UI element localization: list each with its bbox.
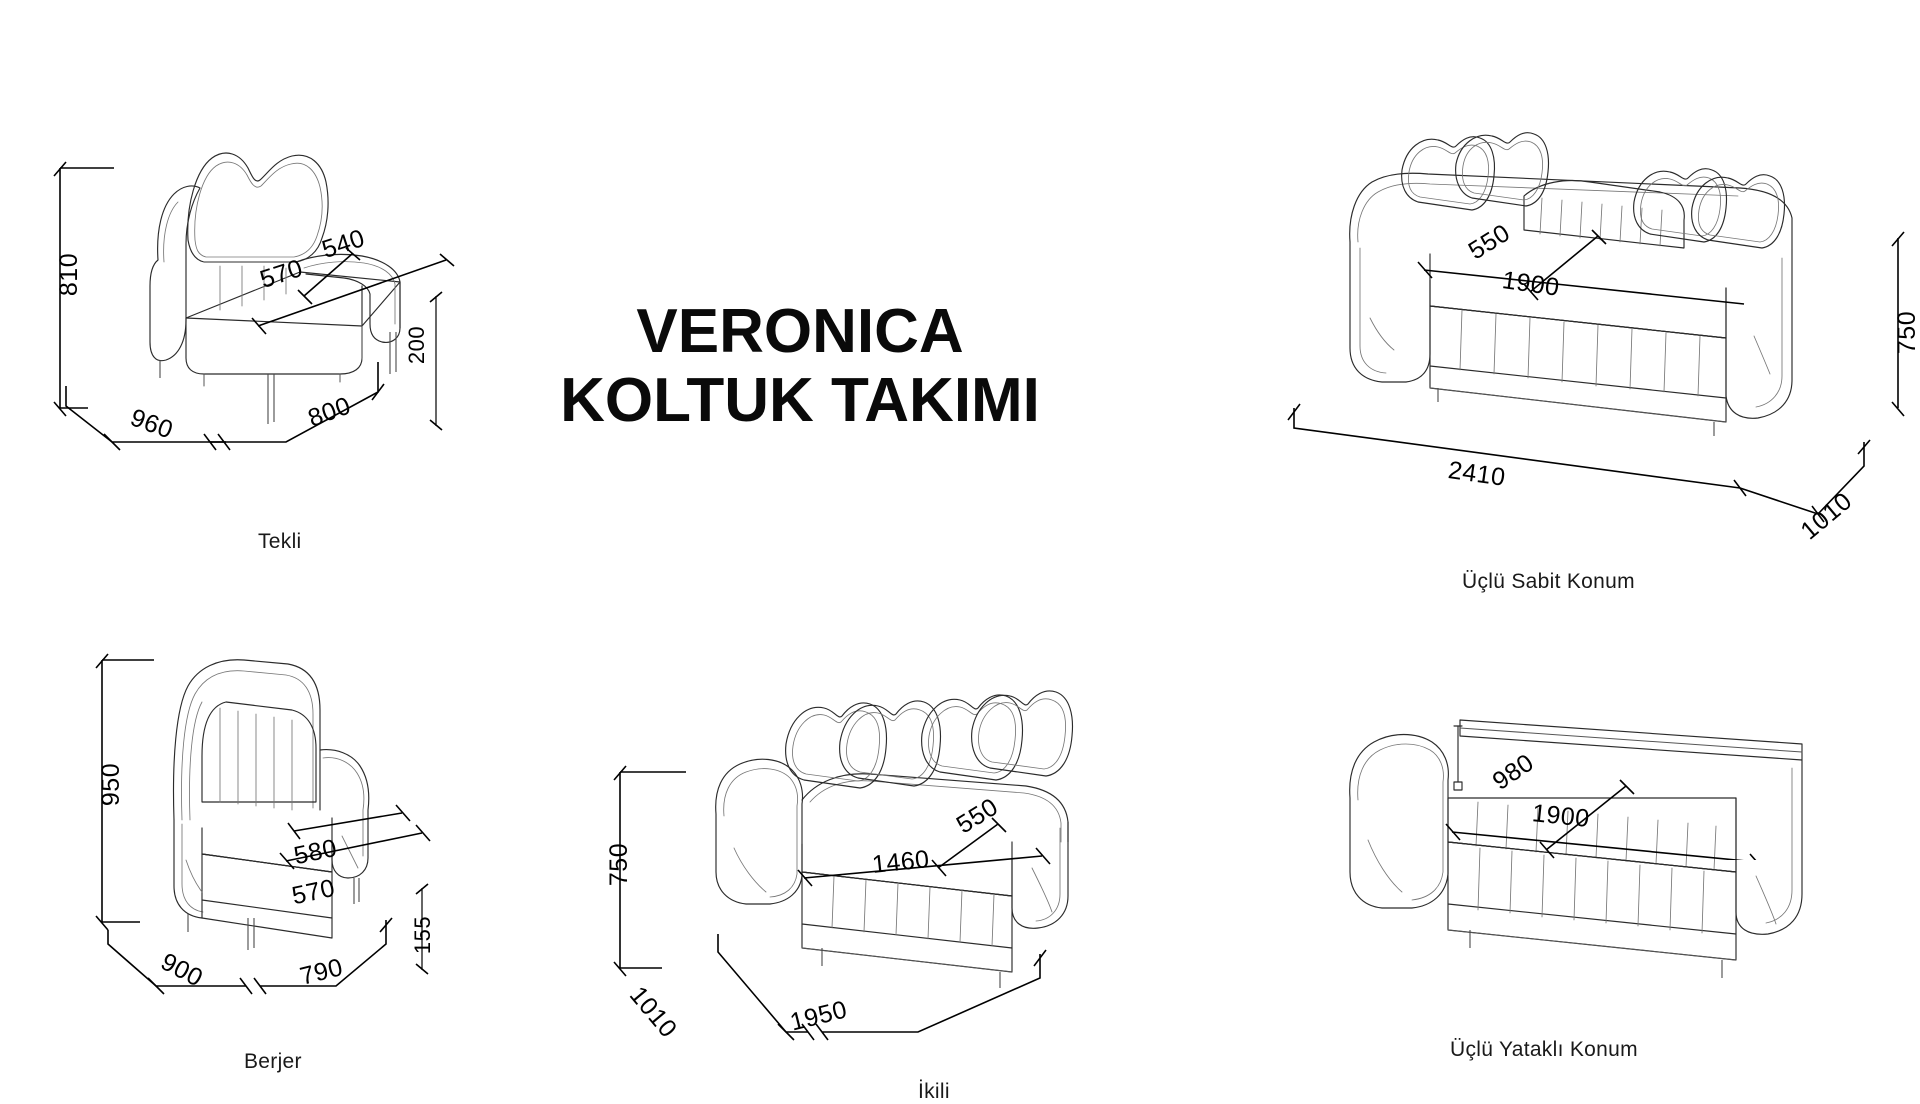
berjer-dim-leg-graphics	[415, 883, 429, 975]
ikili-dim-base-graphics	[717, 934, 1047, 1041]
tekli-dim-810: 810	[55, 252, 84, 297]
uclu-sabit-drawing	[1310, 130, 1920, 460]
uclu-sabit-dim-base-graphics	[1287, 403, 1871, 523]
uclu-sabit-dim-seat-graphics	[1417, 229, 1745, 305]
berjer-dim-height-graphics	[95, 653, 154, 931]
uclu-yatakli-dim-graphics	[1445, 779, 1757, 860]
drawing-sheet: 810 570 540 200 960 800 Tekli	[53, 110, 1920, 1103]
tekli-dim-seat-graphics	[251, 247, 455, 335]
product-berjer: 950 580 570 155 900 790 Berjer	[95, 650, 460, 1073]
ikili-dim-seat-graphics	[797, 817, 1051, 887]
product-ikili: 750 550 1460 1010 1950 İkili	[605, 680, 1180, 1103]
caption-uclu-yatakli: Üçlü Yataklı Konum	[1450, 1038, 1638, 1061]
caption-berjer: Berjer	[244, 1050, 302, 1073]
tekli-drawing	[100, 110, 530, 424]
berjer-dim-155: 155	[410, 915, 436, 955]
uclu-yatakli-drawing	[1320, 690, 1900, 980]
berjer-dim-950: 950	[97, 762, 126, 807]
ikili-dim-750: 750	[605, 842, 634, 887]
product-uclu-yatakli: 980 1900 Üçlü Yataklı Konum	[1320, 690, 1900, 1061]
berjer-drawing	[140, 650, 460, 950]
uclu-sabit-dim-750: 750	[1893, 310, 1920, 355]
tekli-dim-height-graphics	[53, 161, 114, 417]
berjer-dim-seat-graphics	[279, 804, 431, 870]
title-line-1: VERONICA	[636, 297, 964, 366]
uclu-yatakli-dim-1900: 1900	[1530, 799, 1591, 833]
caption-ikili: İkili	[918, 1080, 950, 1103]
sheet-title: VERONICA KOLTUK TAKIMI	[520, 297, 1080, 436]
ikili-dim-height-graphics	[613, 765, 686, 977]
caption-uclu-sabit: Üçlü Sabit Konum	[1462, 570, 1635, 593]
ikili-dim-1460: 1460	[870, 845, 931, 879]
ikili-drawing	[700, 680, 1180, 988]
product-tekli: 810 570 540 200 960 800 Tekli	[53, 110, 530, 553]
tekli-dim-leg-graphics	[429, 291, 443, 431]
berjer-dim-base-graphics	[107, 917, 393, 995]
tekli-dim-base-graphics	[65, 362, 385, 451]
product-uclu-sabit: 550 1900 750 2410 1010 Üçlü Sabit Konum	[1287, 130, 1920, 593]
uclu-sabit-dim-height-graphics	[1891, 231, 1905, 417]
tekli-dim-200: 200	[404, 325, 430, 365]
title-line-2: KOLTUK TAKIMI	[560, 366, 1040, 436]
caption-tekli: Tekli	[258, 530, 302, 553]
